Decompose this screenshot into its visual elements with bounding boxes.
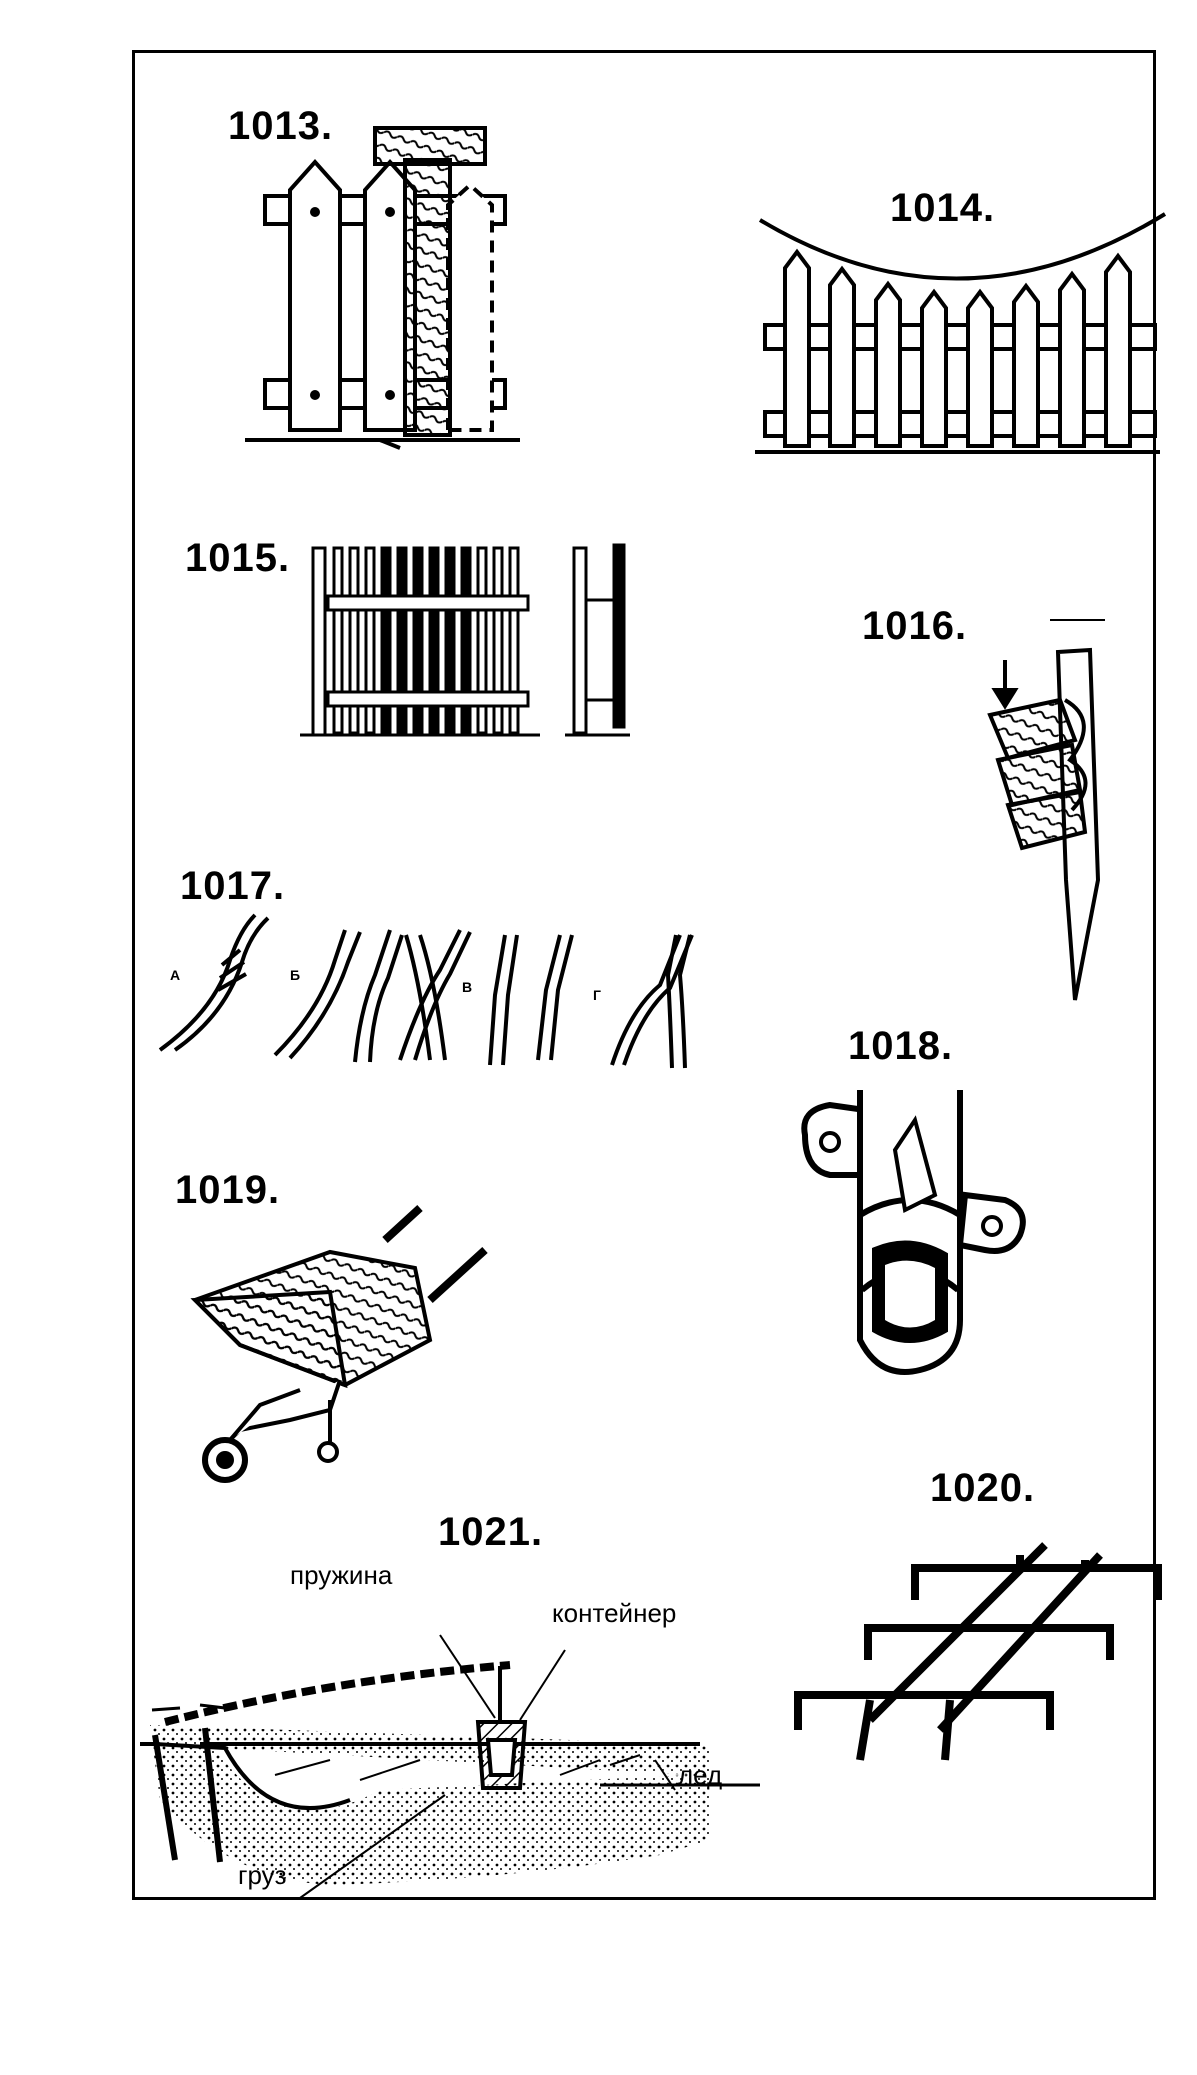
figure-number-1014: 1014. [890, 186, 996, 230]
fig-1020-grid-frame-drawing [794, 1542, 1162, 1761]
fig-1019-wheelbarrow-drawing [190, 1205, 488, 1483]
figure-number-1013: 1013. [228, 104, 334, 148]
figure-number-1016: 1016. [862, 604, 968, 648]
label-container: контейнер [552, 1598, 677, 1628]
figure-number-1021: 1021. [438, 1510, 544, 1554]
label-weight: груз [238, 1860, 287, 1890]
figure-number-1018: 1018. [848, 1024, 954, 1068]
fig-1021-ice-fishing-drawing [140, 1634, 760, 1899]
figure-number-1015: 1015. [185, 536, 291, 580]
fig-1014-fence-drawing [755, 212, 1167, 454]
figure-number-1017: 1017. [180, 864, 286, 908]
fig-1016-stake-drawing [987, 619, 1105, 1001]
fig-1017-grafting-drawing [158, 913, 694, 1069]
figure-number-1020: 1020. [930, 1466, 1036, 1510]
sub-label-g: Г [593, 987, 601, 1003]
figure-number-1019: 1019. [175, 1168, 281, 1212]
label-spring: пружина [290, 1560, 393, 1590]
fig-1013-gate-drawing [245, 126, 520, 450]
fig-1018-pipe-clamp-drawing [801, 1090, 1026, 1375]
sub-label-v: В [462, 979, 473, 995]
fig-1015-stick-gate-drawing [300, 543, 630, 737]
page-frame [132, 50, 1156, 1900]
label-ice: лед [678, 1760, 723, 1790]
sub-label-a: А [170, 967, 181, 983]
sub-label-b: Б [290, 967, 301, 983]
